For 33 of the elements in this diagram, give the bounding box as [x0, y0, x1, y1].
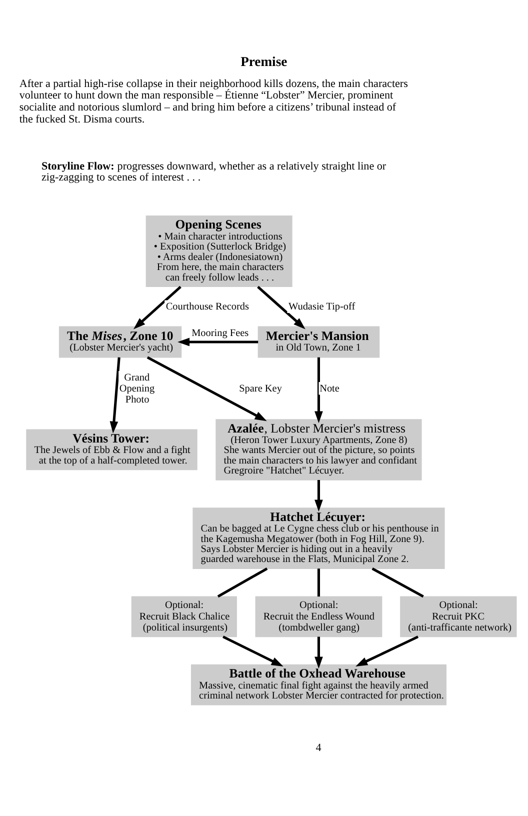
connector — [372, 567, 424, 598]
node-box: Mercier's Mansion in Old Town, Zone 1 — [258, 326, 380, 358]
node-box: Optional: Recruit Black Chalice (political insurgents) — [131, 596, 237, 638]
arrow — [178, 338, 258, 346]
label: After a partial high-rise collapse in their neighborhood kills dozens, the main characters volunteer to hunt down the man responsible – Étienne “Lobster” Mercier, prominent socialite and notorious slumlord – and bring him before a citizens’ tribunal instead of the fucked St. Disma courts. — [19, 78, 408, 126]
edge-label: Note — [320, 383, 340, 394]
arrow — [314, 357, 323, 424]
node-box: Vésins Tower: The Jewels of Ebb & Flow and a fight at the top of a half-completed tower. — [26, 429, 198, 470]
node-box: Azalée, Lobster Mercier's mistress (Heron Tower Luxury Apartments, Zone 8) She wants Mercier out of the picture, so points the main characters to his lawyer and confidant Gregroire "Hatchet" Lécuyer. — [216, 419, 422, 480]
node-box: Optional: Recruit the Endless Wound (tombdweller gang) — [255, 596, 382, 638]
arrow — [110, 357, 120, 434]
node-box: Battle of the Oxhead Warehouse Massive, cinematic final fight against the heavily armed criminal network Lobster Mercier contracted for protection. — [190, 664, 446, 706]
node-box: The Mises, Zone 10 (Lobster Mercier's yacht) — [58, 326, 182, 358]
arrow — [314, 636, 323, 669]
edge-label: Wudasie Tip-off — [288, 302, 356, 313]
node-box: Hatchet Lécuyer: Can be bagged at Le Cygne chess club or his penthouse in the Kagemusha Megatower (both in Fog Hill, Zone 9). Says Lobster Mercier is hiding out in a heavily guarded warehouse in the Flats, Municipal Zone 2. — [192, 508, 445, 569]
connector — [217, 567, 268, 598]
arrow — [257, 286, 306, 330]
edge-label: Spare Key — [239, 383, 282, 394]
node-box: Opening Scenes • Main character introductions • Exposition (Sutterlock Bridge) • Arms dealer (Indonesiatown) From here, the main characters can freely follow leads . . . — [146, 216, 292, 288]
arrow — [222, 636, 284, 666]
label: 4 — [316, 742, 322, 754]
arrow — [133, 286, 182, 330]
arrow — [146, 356, 267, 422]
label: Storyline Flow: progresses downward, whether as a relatively straight line or zig-zagging to scenes of interest . . . — [41, 160, 386, 184]
edge-label: Grand Opening Photo — [119, 372, 155, 406]
node-box: Optional: Recruit PKC (anti-trafficante network) — [400, 596, 517, 638]
edge-label: Mooring Fees — [192, 328, 249, 340]
connector — [317, 568, 320, 597]
edge-label: Courthouse Records — [166, 302, 250, 313]
arrow — [314, 480, 323, 512]
diagram-title: Premise — [240, 54, 288, 69]
arrow — [356, 636, 419, 666]
